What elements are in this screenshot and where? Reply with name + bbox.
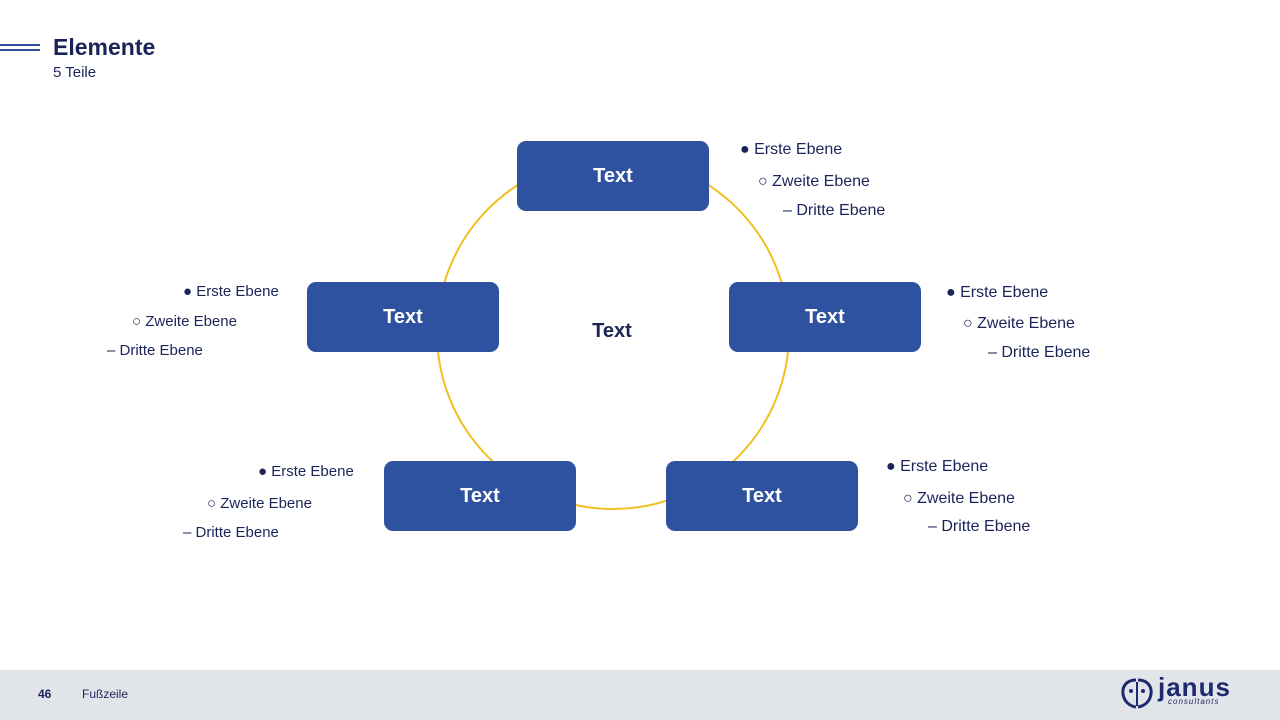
bullet-level-1: ● Erste Ebene [886, 458, 989, 475]
bullet-level-1: ● Erste Ebene [740, 141, 843, 158]
janus-logo: janus consultants [1120, 672, 1244, 712]
bullet-level-3: – Dritte Ebene [928, 518, 1031, 535]
page-title: Elemente [53, 34, 156, 60]
bullet-level-1: ● Erste Ebene [183, 283, 279, 300]
janus-head-icon [1121, 678, 1153, 709]
bullet-level-2: ○ Zweite Ebene [963, 315, 1075, 332]
bullet-level-1: ● Erste Ebene [258, 463, 354, 480]
title-accent-lines [0, 44, 40, 54]
node-box-right: Text [729, 282, 921, 352]
bullet-level-2: ○ Zweite Ebene [132, 313, 237, 330]
logo-wordmark: janus [1158, 672, 1231, 702]
footer-bar [0, 670, 1280, 720]
node-box-left: Text [307, 282, 499, 352]
node-box-top: Text [517, 141, 709, 211]
bullet-level-2: ○ Zweite Ebene [903, 490, 1015, 507]
bullet-level-1: ● Erste Ebene [946, 284, 1049, 301]
bullet-level-2: ○ Zweite Ebene [207, 495, 312, 512]
bullet-level-3: – Dritte Ebene [107, 342, 203, 359]
node-box-bottom-left: Text [384, 461, 576, 531]
node-box-bottom-right: Text [666, 461, 858, 531]
bullet-level-3: – Dritte Ebene [783, 202, 886, 219]
logo-tagline: consultants [1168, 697, 1220, 706]
center-label: Text [592, 320, 632, 342]
bullet-level-2: ○ Zweite Ebene [758, 173, 870, 190]
bullet-level-3: – Dritte Ebene [988, 344, 1091, 361]
page-subtitle: 5 Teile [53, 64, 97, 81]
bullet-level-3: – Dritte Ebene [183, 524, 279, 541]
footer-text: Fußzeile [82, 687, 129, 701]
page-number: 46 [38, 687, 52, 701]
